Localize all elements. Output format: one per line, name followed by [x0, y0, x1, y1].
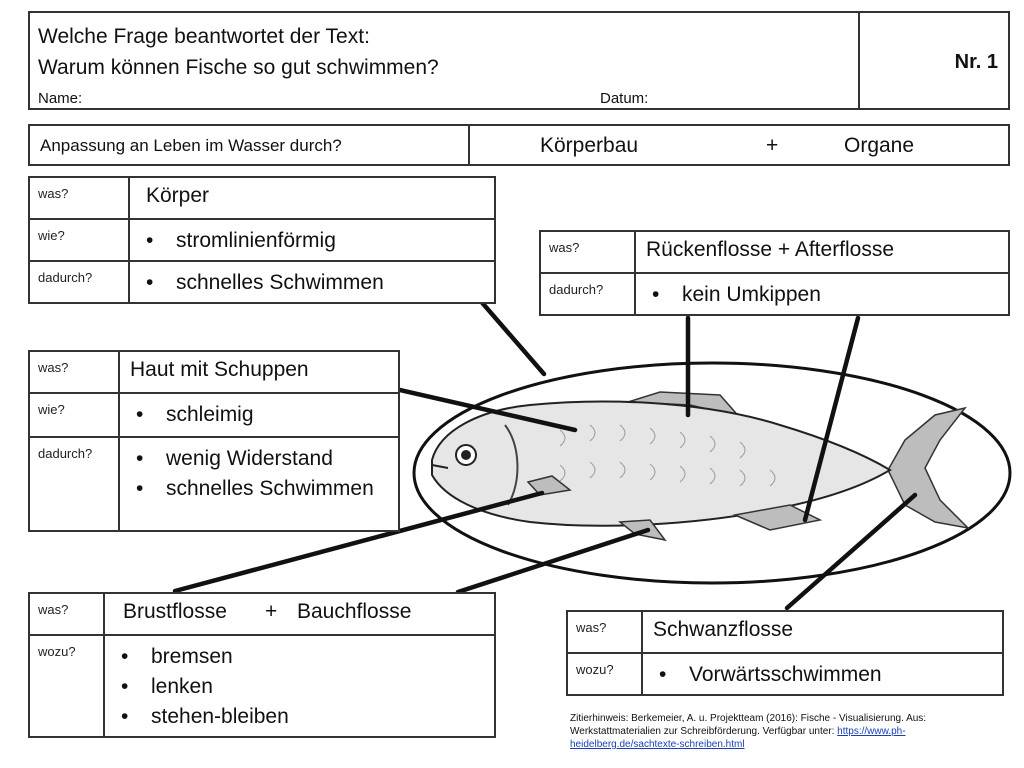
citation-link[interactable]: https://www.ph-heidelberg.de/sachtexte-s… — [570, 726, 906, 750]
tail-table: was? Schwanzflosse wozu? Vorwärtsschwimm… — [566, 610, 1004, 696]
header-line-2: Warum können Fische so gut schwimmen? — [38, 56, 439, 79]
sheet-number: Nr. 1 — [954, 51, 998, 73]
dorsal-dadurch-label: dadurch? — [539, 272, 636, 316]
skin-dadurch-value: schnelles Schwimmen — [136, 474, 398, 504]
skin-wie-value: schleimig — [136, 400, 398, 430]
tail-was-value: Schwanzflosse — [641, 610, 1004, 654]
question-prompt: Anpassung an Leben im Wasser durch? — [30, 126, 470, 164]
pectoral-was-label: was? — [28, 592, 105, 636]
body-was-label: was? — [28, 176, 130, 220]
connector-tail — [784, 492, 918, 611]
tail-was-label: was? — [566, 610, 643, 654]
skin-dadurch-cell: wenig Widerstand schnelles Schwimmen — [118, 436, 400, 532]
question-answer: Körperbau + Organe — [470, 126, 1008, 164]
body-wie-value: stromlinienförmig — [146, 226, 494, 256]
skin-dadurch-value: wenig Widerstand — [136, 444, 398, 474]
fish-mouth — [431, 464, 449, 469]
dorsal-was-value: Rückenflosse + Afterflosse — [634, 230, 1010, 274]
pectoral-wozu-value: lenken — [121, 672, 494, 702]
tail-wozu-cell: Vorwärtsschwimmen — [641, 652, 1004, 696]
scale-pattern — [559, 424, 776, 487]
anal-fin — [732, 504, 823, 531]
connector-pectoral — [172, 490, 545, 594]
gill-line — [504, 424, 519, 506]
pectoral-brustflosse: Brustflosse — [123, 600, 227, 623]
body-dadurch-label: dadurch? — [28, 260, 130, 304]
citation-note: Zitierhinweis: Berkemeier, A. u. Projekt… — [570, 712, 950, 751]
connector-pelvic — [455, 527, 651, 595]
connector-anal — [802, 315, 861, 523]
skin-table: was? Haut mit Schuppen wie? schleimig da… — [28, 350, 400, 532]
pectoral-table: was? Brustflosse + Bauchflosse wozu? bre… — [28, 592, 496, 738]
dorsal-dadurch-value: kein Umkippen — [652, 280, 1008, 310]
pectoral-plus: + — [265, 600, 278, 623]
tail-wozu-label: wozu? — [566, 652, 643, 696]
body-wie-label: wie? — [28, 218, 130, 262]
body-dadurch-cell: schnelles Schwimmen — [128, 260, 496, 304]
pectoral-bauchflosse: Bauchflosse — [297, 600, 412, 623]
header-box: Welche Frage beantwortet der Text: Warum… — [28, 11, 860, 110]
name-label: Name: — [38, 90, 83, 107]
answer-koerperbau: Körperbau — [540, 134, 639, 157]
body-table: was? Körper wie? stromlinienförmig dadur… — [28, 176, 496, 304]
pectoral-wozu-value: stehen-bleiben — [121, 702, 494, 732]
body-was-value: Körper — [128, 176, 496, 220]
header-line-1: Welche Frage beantwortet der Text: — [38, 25, 370, 48]
tail-wozu-value: Vorwärtsschwimmen — [659, 660, 1002, 690]
number-box: Nr. 1 — [858, 11, 1010, 110]
skin-was-value: Haut mit Schuppen — [118, 350, 400, 394]
skin-was-label: was? — [28, 350, 120, 394]
skin-wie-label: wie? — [28, 392, 120, 438]
answer-plus: + — [766, 134, 779, 157]
skin-wie-cell: schleimig — [118, 392, 400, 438]
dorsal-dadurch-cell: kein Umkippen — [634, 272, 1010, 316]
body-wie-cell: stromlinienförmig — [128, 218, 496, 262]
tail-fin — [887, 406, 971, 530]
answer-organe: Organe — [844, 134, 915, 157]
dorsal-was-label: was? — [539, 230, 636, 274]
question-row: Anpassung an Leben im Wasser durch? Körp… — [28, 124, 1010, 166]
pectoral-was-cell: Brustflosse + Bauchflosse — [103, 592, 496, 636]
dorsal-table: was? Rückenflosse + Afterflosse dadurch?… — [539, 230, 1010, 316]
pectoral-fin — [526, 475, 572, 496]
pectoral-wozu-value: bremsen — [121, 642, 494, 672]
fish-ellipse — [412, 361, 1012, 585]
skin-dadurch-label: dadurch? — [28, 436, 120, 532]
body-was-text: Körper — [146, 184, 210, 207]
date-label: Datum: — [600, 90, 649, 107]
fish-pupil — [461, 450, 471, 460]
body-dadurch-value: schnelles Schwimmen — [146, 268, 494, 298]
pectoral-wozu-cell: bremsen lenken stehen-bleiben — [103, 634, 496, 738]
pectoral-wozu-label: wozu? — [28, 634, 105, 738]
citation-text: Zitierhinweis: Berkemeier, A. u. Projekt… — [570, 713, 927, 737]
